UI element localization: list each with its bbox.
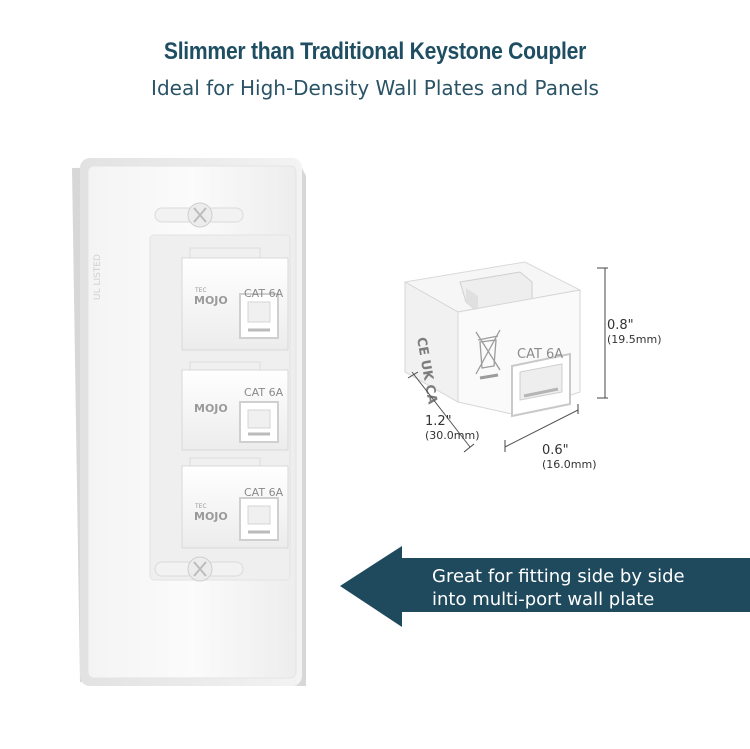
callout-text: Great for fitting side by side into mult… xyxy=(432,565,732,611)
dimension-height: 0.8" (19.5mm) xyxy=(607,318,662,346)
coupler-label: CAT 6A xyxy=(517,347,563,362)
callout-line-2: into multi-port wall plate xyxy=(432,589,655,610)
keystone-jack-1 xyxy=(181,247,289,351)
jack-3-label: CAT 6A xyxy=(244,486,284,499)
keystone-jack-2 xyxy=(181,361,289,451)
callout-arrow xyxy=(340,546,750,627)
dimension-lines xyxy=(407,267,608,453)
length-metric: (30.0mm) xyxy=(425,429,480,442)
jack-2-brand: MOJO xyxy=(194,402,228,415)
dimension-width: 0.6" (16.0mm) xyxy=(542,443,597,471)
keystone-coupler xyxy=(403,261,582,418)
page-subtitle: Ideal for High-Density Wall Plates and P… xyxy=(151,76,599,100)
svg-text:UL LISTED: UL LISTED xyxy=(93,254,103,300)
width-metric: (16.0mm) xyxy=(542,458,597,471)
bottom-screw-icon xyxy=(154,556,244,582)
top-screw-icon xyxy=(154,202,244,228)
jack-2-label: CAT 6A xyxy=(244,386,284,399)
height-value: 0.8" xyxy=(607,318,634,333)
jack-3-brand-top: TEC xyxy=(194,503,207,510)
dimension-length: 1.2" (30.0mm) xyxy=(425,414,480,442)
width-value: 0.6" xyxy=(542,443,569,458)
length-value: 1.2" xyxy=(425,414,452,429)
keystone-jack-3 xyxy=(181,457,289,549)
jack-1-brand-top: TEC xyxy=(194,287,207,294)
jack-1-brand: MOJO xyxy=(194,294,228,307)
page-title: Slimmer than Traditional Keystone Couple… xyxy=(163,38,587,65)
callout-line-1: Great for fitting side by side xyxy=(432,566,685,587)
height-metric: (19.5mm) xyxy=(607,333,662,346)
jack-3-brand: MOJO xyxy=(194,510,228,523)
jack-1-label: CAT 6A xyxy=(244,287,284,300)
weee-icon xyxy=(475,329,501,380)
